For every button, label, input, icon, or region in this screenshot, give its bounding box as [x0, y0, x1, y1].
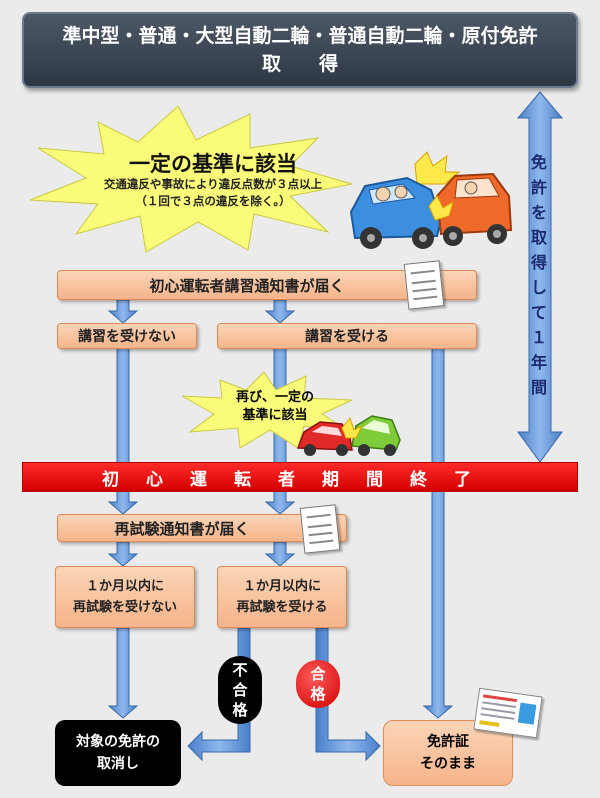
no-retest-line1: １か月以内に: [85, 579, 164, 594]
second-crash-illustration: [296, 415, 401, 456]
first-year-label: 免許を取得して１年間: [530, 153, 547, 397]
novice-period-end-bar: 初心運転者期間終了: [22, 462, 578, 492]
burst-shape-1: [29, 105, 353, 253]
license-revocation-box: 対象の免許の 取消し: [55, 720, 181, 786]
burst-text-1: 交通違反や事故により違反点数が３点以上: [103, 177, 323, 191]
arrow-to-no-retest: [107, 541, 139, 567]
retest-line1: １か月以内に: [242, 579, 321, 594]
arrow-no-retest-down: [107, 627, 139, 719]
arrow-course-to-keep: [422, 347, 454, 719]
cancel-line2: 取消し: [97, 756, 139, 772]
burst-text-2: （１回で３点の違反を除く。）: [135, 194, 291, 208]
arrow-no-course-down: [107, 347, 139, 515]
no-course-box: 講習を受けない: [57, 323, 197, 349]
arrow-to-retest: [264, 541, 296, 567]
keep-line2: そのまま: [420, 756, 476, 772]
fail-label: 不合格: [232, 661, 248, 719]
arrow-to-no-course: [107, 299, 139, 324]
burst-shape-2: [181, 371, 353, 449]
car-crash-illustration: [349, 151, 513, 249]
pass-label: 合格: [310, 665, 326, 703]
burst-title-1: 一定の基準に該当: [129, 152, 297, 176]
retest-box: １か月以内に 再試験を受ける: [217, 566, 347, 628]
no-retest-box: １か月以内に 再試験を受けない: [55, 566, 195, 628]
license-card-icon: [473, 687, 543, 739]
burst-text-2-line1: 再び、一定の: [235, 390, 314, 405]
retest-notice-box: 再試験通知書が届く: [57, 514, 347, 542]
cancel-line1: 対象の免許の: [76, 734, 160, 750]
notice-document-icon-2: [299, 504, 341, 554]
keep-line1: 免許証: [427, 734, 469, 750]
pass-badge: 合格: [296, 660, 340, 708]
fail-badge: 不合格: [218, 656, 262, 724]
arrow-to-take-course: [264, 299, 296, 324]
burst-text-2-line2: 基準に該当: [242, 408, 308, 423]
header-line1: 準中型・普通・大型自動二輪・普通自動二輪・原付免許: [62, 25, 538, 47]
header-line2: 取 得: [261, 53, 338, 75]
retest-line2: 再試験を受ける: [236, 600, 328, 615]
license-acquired-header: 準中型・普通・大型自動二輪・普通自動二輪・原付免許 取 得: [22, 12, 578, 88]
no-retest-line2: 再試験を受けない: [72, 600, 177, 615]
take-course-box: 講習を受ける: [217, 323, 477, 349]
notice-document-icon-1: [403, 260, 445, 310]
